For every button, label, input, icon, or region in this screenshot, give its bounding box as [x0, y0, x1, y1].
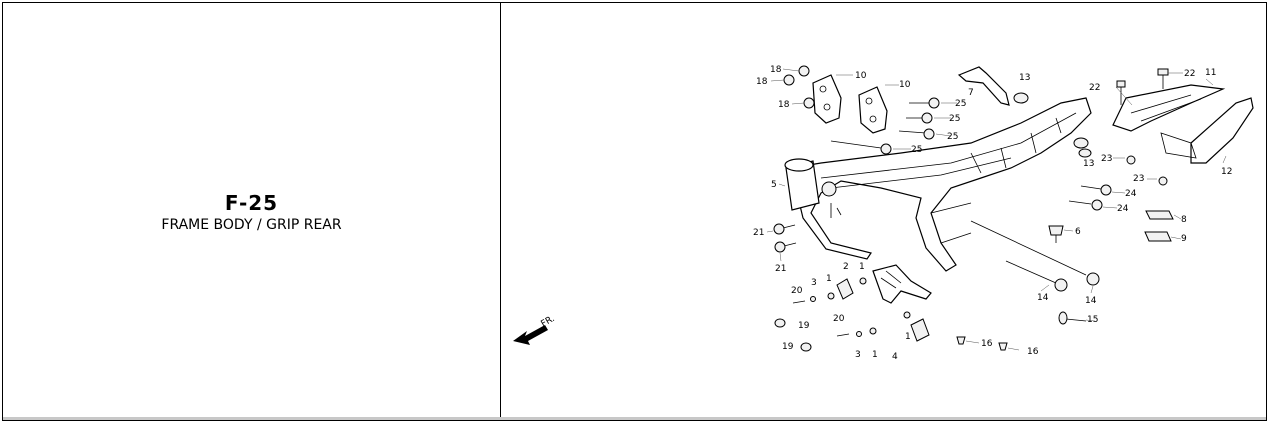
callout-21: 21 [753, 228, 764, 238]
bracket-7-drawing [957, 66, 1010, 106]
callout-11: 11 [1205, 68, 1216, 78]
nut-23a-drawing [1126, 155, 1136, 165]
callout-1: 1 [859, 262, 865, 272]
callout-25: 25 [911, 145, 922, 155]
callout-16: 16 [1027, 347, 1039, 357]
label-plate-9-drawing [1144, 231, 1172, 242]
callout-24: 24 [1117, 204, 1129, 214]
bottom-scroll-edge [3, 417, 1266, 420]
callout-23: 23 [1133, 174, 1144, 184]
bolts-14-drawing [970, 220, 1100, 292]
figure-code: F-25 [224, 191, 279, 215]
callout-4: 4 [892, 352, 898, 362]
callout-1: 1 [872, 350, 878, 360]
callout-22: 22 [1184, 69, 1195, 79]
title-panel: F-25 FRAME BODY / GRIP REAR [3, 3, 501, 420]
part-6-drawing [1048, 225, 1064, 243]
callout-19: 19 [798, 321, 810, 331]
frame-body-drawing [784, 97, 1092, 272]
figure-title: FRAME BODY / GRIP REAR [161, 217, 342, 233]
callout-3: 3 [855, 350, 861, 360]
callout-18: 18 [770, 65, 782, 75]
bolts-21-drawing [773, 223, 797, 253]
callout-19: 19 [782, 342, 794, 352]
callout-10: 10 [855, 71, 867, 81]
callout-25: 25 [947, 132, 958, 142]
callout-13: 13 [1019, 73, 1030, 83]
diagram-panel: FR. [501, 3, 1266, 420]
callout-20: 20 [833, 314, 845, 324]
bolts-16-drawing [956, 336, 1008, 351]
bolts-24-drawing [1068, 184, 1112, 211]
grip-rear-drawing [1112, 84, 1254, 164]
grommets-13-drawing [1013, 92, 1092, 158]
callout-6: 6 [1075, 227, 1081, 237]
callout-13: 13 [1083, 159, 1094, 169]
callout-1: 1 [905, 332, 911, 342]
callout-24: 24 [1125, 189, 1137, 199]
callout-5: 5 [771, 180, 777, 190]
bracket-10-drawing [812, 74, 888, 134]
nut-23b-drawing [1158, 176, 1168, 186]
callout-20: 20 [791, 286, 803, 296]
callout-22: 22 [1089, 83, 1100, 93]
callout-12: 12 [1221, 167, 1232, 177]
label-plate-8-drawing [1145, 210, 1174, 220]
engine-hanger-drawing [774, 264, 932, 352]
parts-diagram: FR. [513, 65, 1254, 362]
callout-2: 2 [843, 262, 849, 272]
callout-18: 18 [778, 100, 790, 110]
callout-leaders [766, 68, 1227, 351]
front-direction-arrow-icon [513, 325, 548, 345]
callout-21: 21 [775, 264, 786, 274]
callout-8: 8 [1181, 215, 1187, 225]
callout-9: 9 [1181, 234, 1187, 244]
callout-7: 7 [968, 88, 974, 98]
callout-18: 18 [756, 77, 768, 87]
callout-10: 10 [899, 80, 911, 90]
callout-15: 15 [1087, 315, 1098, 325]
bolt-15-drawing [1058, 311, 1087, 325]
direction-label: FR. [540, 314, 557, 330]
callout-14: 14 [1037, 293, 1049, 303]
bolts-22-drawing [1116, 68, 1169, 105]
callout-25: 25 [955, 99, 966, 109]
callout-16: 16 [981, 339, 993, 349]
callout-numbers: 18 18 18 10 10 7 13 13 22 22 11 12 25 25… [753, 65, 1232, 362]
bolts-25-drawing [830, 97, 940, 155]
callout-1: 1 [826, 274, 832, 284]
callout-3: 3 [811, 278, 817, 288]
callout-23: 23 [1101, 154, 1112, 164]
callout-25: 25 [949, 114, 960, 124]
callout-14: 14 [1085, 296, 1097, 306]
